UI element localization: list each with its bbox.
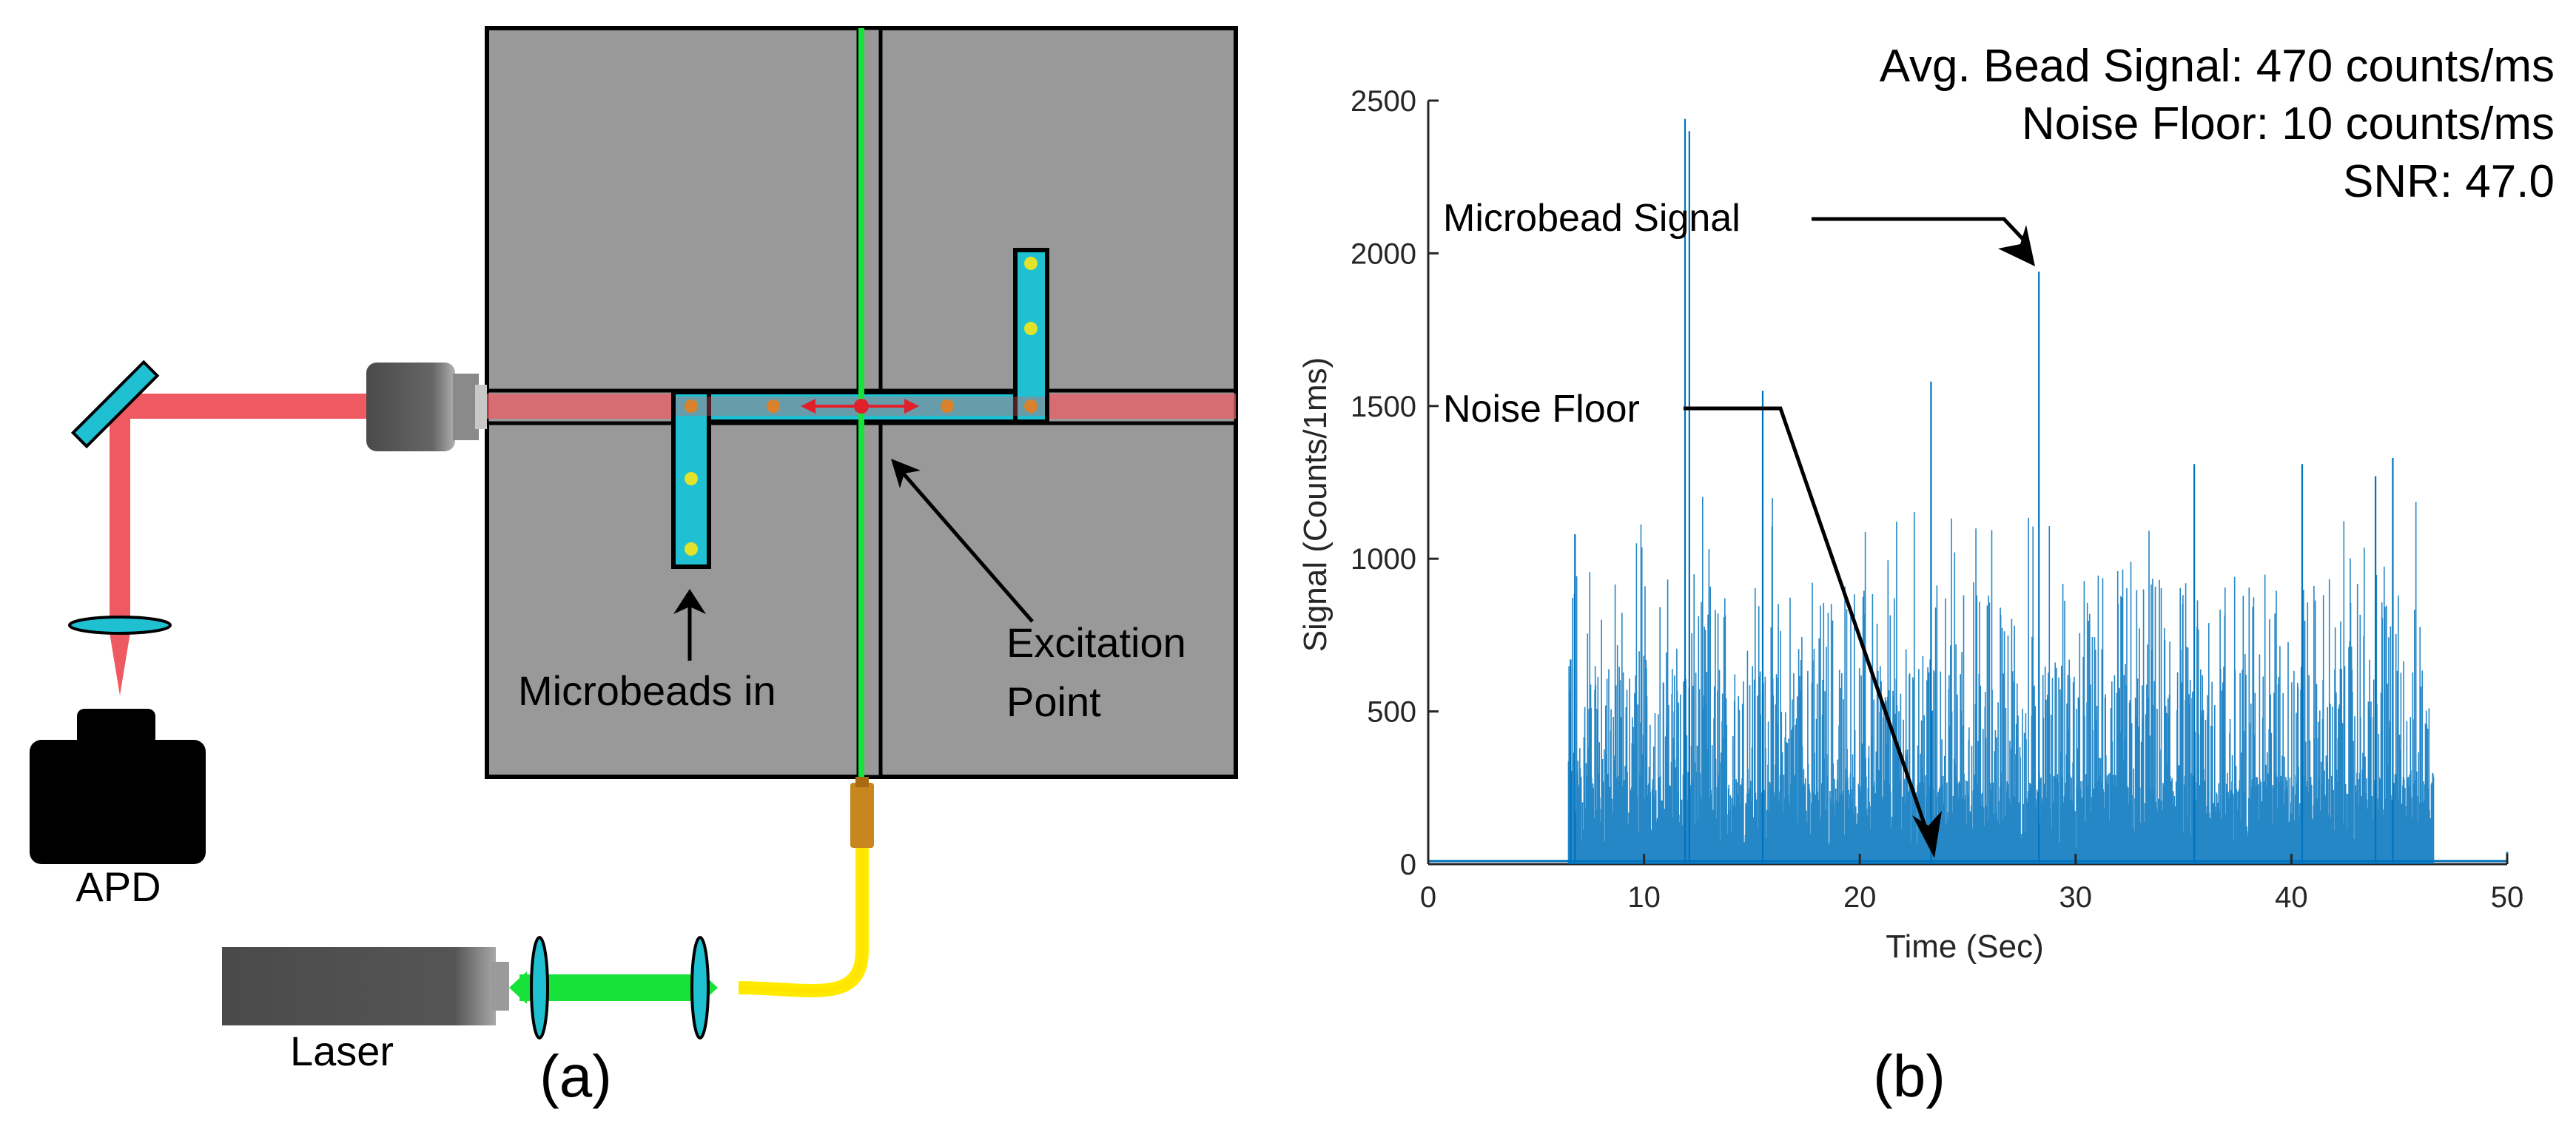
microbeads-label: Microbeads in bbox=[518, 667, 776, 714]
excitation-label-line1: Excitation bbox=[1006, 619, 1186, 666]
microbeads bbox=[685, 257, 1038, 556]
laser-source bbox=[222, 947, 509, 1025]
y-tick-label: 0 bbox=[1400, 849, 1416, 881]
excitation-double-arrow bbox=[801, 399, 919, 414]
y-tick-label: 500 bbox=[1367, 696, 1416, 729]
dichroic-mirror-icon bbox=[70, 360, 160, 449]
laser-label: Laser bbox=[290, 1028, 394, 1074]
panel-a-label: (a) bbox=[539, 1043, 612, 1109]
signal-spikes bbox=[1567, 496, 2435, 864]
collimating-lens-2-icon bbox=[690, 936, 710, 1039]
x-axis-title: Time (Sec) bbox=[1886, 929, 2044, 965]
y-tick-label: 2000 bbox=[1351, 237, 1416, 270]
apd-label: APD bbox=[75, 863, 161, 910]
objective-lens bbox=[366, 363, 487, 451]
panel-b-label: (b) bbox=[1873, 1043, 1946, 1109]
microbead-signal-arrow bbox=[1812, 217, 2029, 246]
y-tick-label: 1000 bbox=[1351, 543, 1416, 576]
stat-snr: SNR: 47.0 bbox=[2343, 156, 2555, 207]
excitation-beam bbox=[509, 971, 718, 1004]
x-tick-label: 50 bbox=[2491, 881, 2524, 914]
stat-avg-bead-signal: Avg. Bead Signal: 470 counts/ms bbox=[1880, 41, 2555, 92]
x-tick-label: 20 bbox=[1843, 881, 1877, 914]
focusing-lens-icon bbox=[68, 616, 172, 635]
noise-floor-arrow bbox=[1684, 406, 1931, 837]
y-tick-label: 2500 bbox=[1351, 85, 1416, 118]
panel-a-optical-setup: APD Laser Microbeads in Excitation Point bbox=[30, 26, 1238, 1109]
fiber-ferrule bbox=[850, 783, 874, 848]
y-axis-title: Signal (Counts/1ms) bbox=[1297, 357, 1334, 653]
x-tick-label: 40 bbox=[2275, 881, 2308, 914]
collimating-lens-1-icon bbox=[530, 936, 549, 1039]
signal-trace bbox=[1428, 118, 2509, 864]
excitation-point-arrow bbox=[895, 465, 1034, 623]
x-tick-label: 0 bbox=[1420, 881, 1436, 914]
noise-floor-annotation: Noise Floor bbox=[1443, 388, 1640, 431]
x-tick-label: 10 bbox=[1627, 881, 1661, 914]
optical-fiber bbox=[738, 843, 869, 997]
apd-detector bbox=[30, 709, 206, 864]
x-tick-label: 30 bbox=[2059, 881, 2093, 914]
stat-noise-floor: Noise Floor: 10 counts/ms bbox=[2022, 98, 2555, 149]
microbead-signal-annotation: Microbead Signal bbox=[1443, 197, 1741, 240]
y-tick-label: 1500 bbox=[1351, 391, 1416, 423]
excitation-label-line2: Point bbox=[1006, 678, 1101, 725]
